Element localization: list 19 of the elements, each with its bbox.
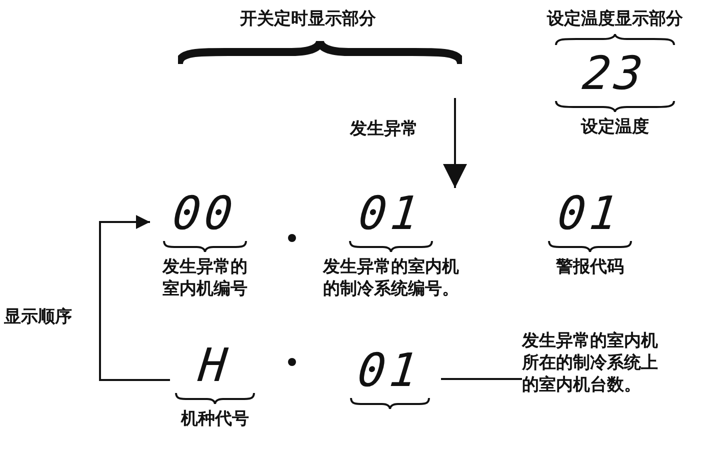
node-label: 警报代码 bbox=[556, 256, 624, 278]
edge-label: 显示顺序 bbox=[4, 306, 72, 328]
edge-label: 发生异常 bbox=[350, 118, 418, 140]
arrow bbox=[443, 98, 467, 188]
leader-line bbox=[441, 378, 522, 380]
lcd-digits: 01 bbox=[356, 345, 424, 395]
lcd-digits: 00 bbox=[170, 188, 240, 238]
lcd-digits: H bbox=[196, 340, 234, 390]
lcd-digits: 01 bbox=[556, 188, 624, 238]
node-label: 设定温度显示部分 bbox=[547, 8, 683, 30]
node-label: 发生异常的室内机的制冷系统编号。 bbox=[323, 256, 459, 300]
arrow bbox=[99, 215, 170, 381]
node-label: 设定温度 bbox=[581, 116, 649, 138]
lcd-digits: 01 bbox=[356, 188, 426, 238]
node-label: 发生异常的室内机编号 bbox=[161, 256, 248, 300]
note-text: 发生异常的室内机所在的制冷系统上的室内机台数。 bbox=[522, 330, 674, 396]
lcd-digits: 23 bbox=[580, 48, 650, 98]
section-heading: 开关定时显示部分 bbox=[240, 8, 376, 30]
node-label: 机种代号 bbox=[181, 408, 249, 430]
